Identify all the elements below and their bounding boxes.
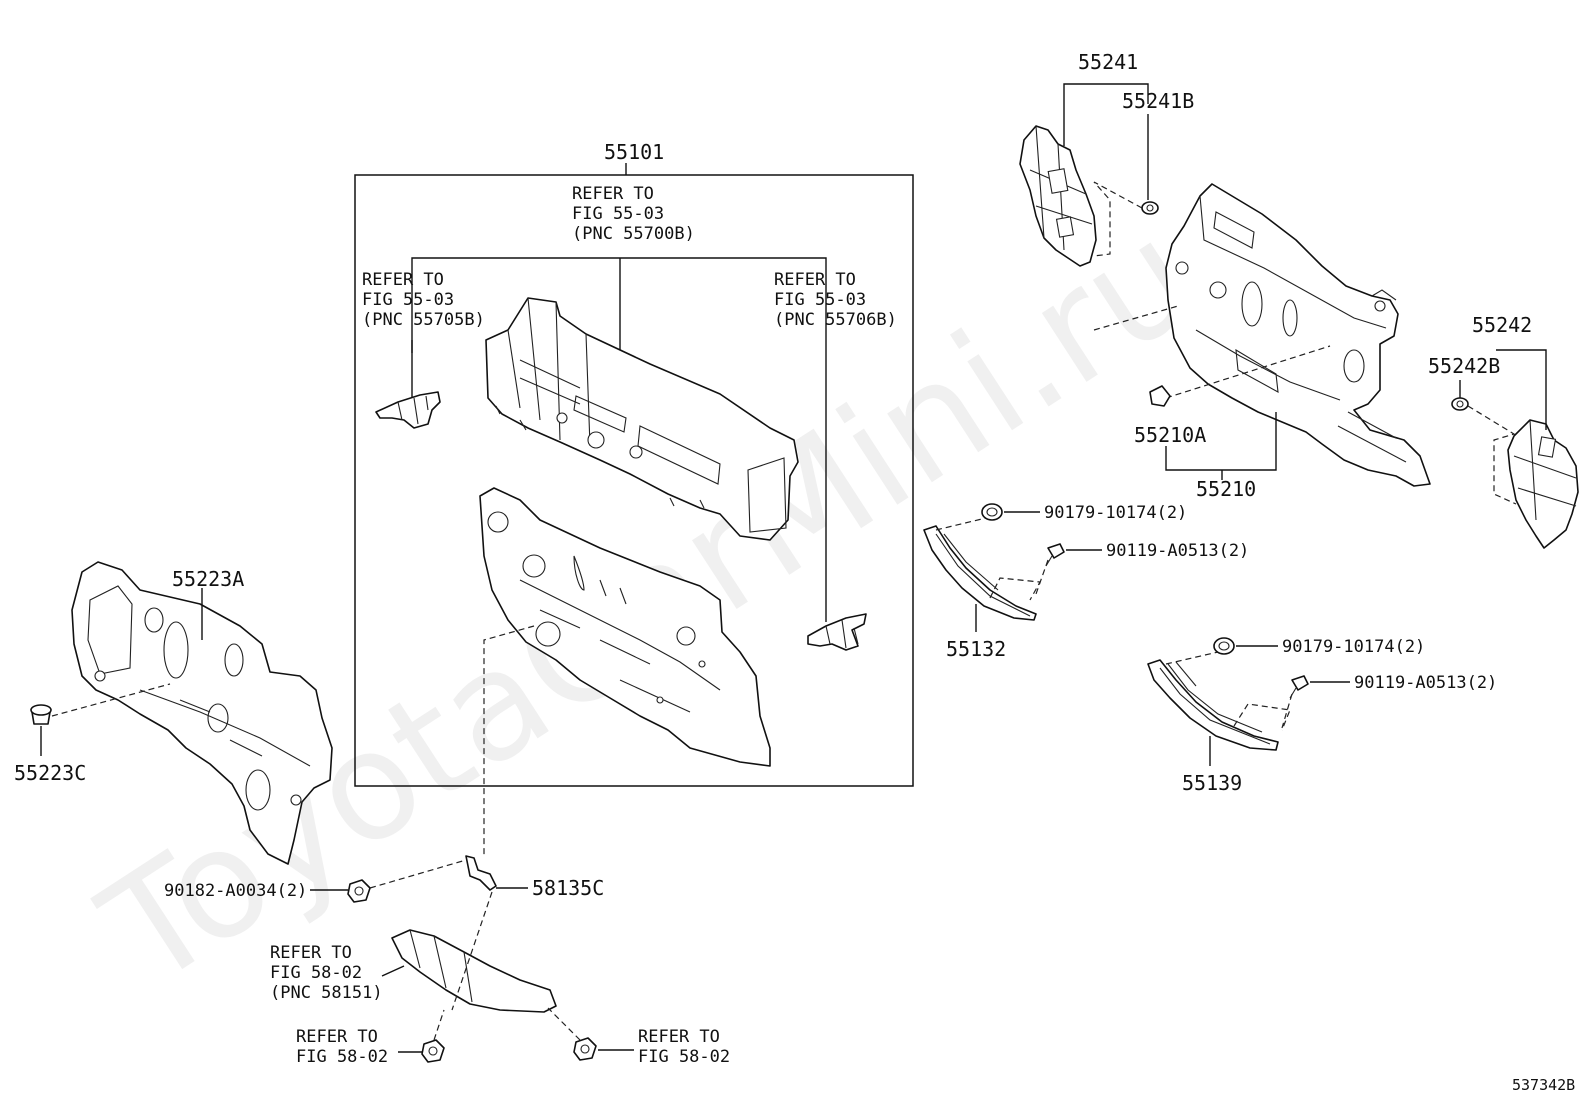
ref-right-line3[interactable]: (PNC 55706B) — [774, 310, 897, 330]
figure-id: 537342B — [1512, 1076, 1575, 1094]
label-55241[interactable]: 55241 — [1078, 50, 1138, 74]
ref-top-line2[interactable]: FIG 55-03 — [572, 204, 664, 224]
ref-5802-line1[interactable]: REFER TO — [270, 943, 352, 963]
nut-bottom-right[interactable] — [573, 1037, 597, 1061]
clip-55241b[interactable] — [1141, 201, 1159, 215]
nut-90182[interactable] — [347, 879, 371, 903]
clip-55242b[interactable] — [1451, 397, 1469, 411]
ref-br-line2[interactable]: FIG 58-02 — [638, 1047, 730, 1067]
assembly-55101: 55101 REFER TO FIG 55-03 (PNC 55700B) RE… — [354, 140, 914, 856]
label-90179-b[interactable]: 90179-10174(2) — [1282, 637, 1425, 657]
ref-left-line1[interactable]: REFER TO — [362, 270, 444, 290]
label-55242b[interactable]: 55242B — [1428, 354, 1500, 378]
bolt-90119-b[interactable] — [1289, 675, 1309, 699]
label-55242[interactable]: 55242 — [1472, 313, 1532, 337]
dash-panel[interactable] — [479, 487, 771, 767]
ref-bl-line2[interactable]: FIG 58-02 — [296, 1047, 388, 1067]
bracket-55241[interactable] — [1019, 125, 1097, 267]
label-55241b[interactable]: 55241B — [1122, 89, 1194, 113]
clip-55210a[interactable] — [1149, 385, 1171, 407]
bracket-55705b[interactable] — [375, 391, 441, 429]
label-55210a[interactable]: 55210A — [1134, 423, 1206, 447]
bracket-55242[interactable] — [1507, 419, 1579, 549]
grommet-90179-a[interactable] — [981, 503, 1003, 521]
label-90182[interactable]: 90182-A0034(2) — [164, 881, 307, 901]
bolt-90119-a[interactable] — [1045, 543, 1065, 567]
bracket-55706b[interactable] — [807, 613, 867, 651]
label-55223c[interactable]: 55223C — [14, 761, 86, 785]
label-58135c[interactable]: 58135C — [532, 876, 604, 900]
silencer-55223a[interactable] — [71, 561, 333, 865]
nut-bottom-left[interactable] — [421, 1039, 445, 1063]
ref-5802-line2[interactable]: FIG 58-02 — [270, 963, 362, 983]
ref-top-line1[interactable]: REFER TO — [572, 184, 654, 204]
assembly-box — [354, 174, 914, 787]
grommet-90179-b[interactable] — [1213, 637, 1235, 655]
label-90179-a[interactable]: 90179-10174(2) — [1044, 503, 1187, 523]
ref-br-line1[interactable]: REFER TO — [638, 1027, 720, 1047]
clip-55223c[interactable] — [30, 704, 52, 725]
ref-bl-line1[interactable]: REFER TO — [296, 1027, 378, 1047]
bracket-58135c[interactable] — [465, 855, 497, 891]
ref-5802-line3[interactable]: (PNC 58151) — [270, 983, 383, 1003]
label-55223a[interactable]: 55223A — [172, 567, 244, 591]
dash-panel-55210[interactable] — [1165, 183, 1431, 487]
bracket-55132[interactable] — [923, 525, 1037, 621]
label-55132[interactable]: 55132 — [946, 637, 1006, 661]
bracket-55139[interactable] — [1147, 659, 1279, 751]
insulator-58151[interactable] — [391, 929, 557, 1013]
label-90119-a[interactable]: 90119-A0513(2) — [1106, 541, 1249, 561]
ref-top-line3[interactable]: (PNC 55700B) — [572, 224, 695, 244]
cowl-upper-panel[interactable] — [485, 297, 799, 541]
ref-left-line3[interactable]: (PNC 55705B) — [362, 310, 485, 330]
label-55101[interactable]: 55101 — [604, 140, 664, 164]
label-55139[interactable]: 55139 — [1182, 771, 1242, 795]
label-90119-b[interactable]: 90119-A0513(2) — [1354, 673, 1497, 693]
label-55210[interactable]: 55210 — [1196, 477, 1256, 501]
ref-right-line2[interactable]: FIG 55-03 — [774, 290, 866, 310]
ref-right-line1[interactable]: REFER TO — [774, 270, 856, 290]
ref-left-line2[interactable]: FIG 55-03 — [362, 290, 454, 310]
